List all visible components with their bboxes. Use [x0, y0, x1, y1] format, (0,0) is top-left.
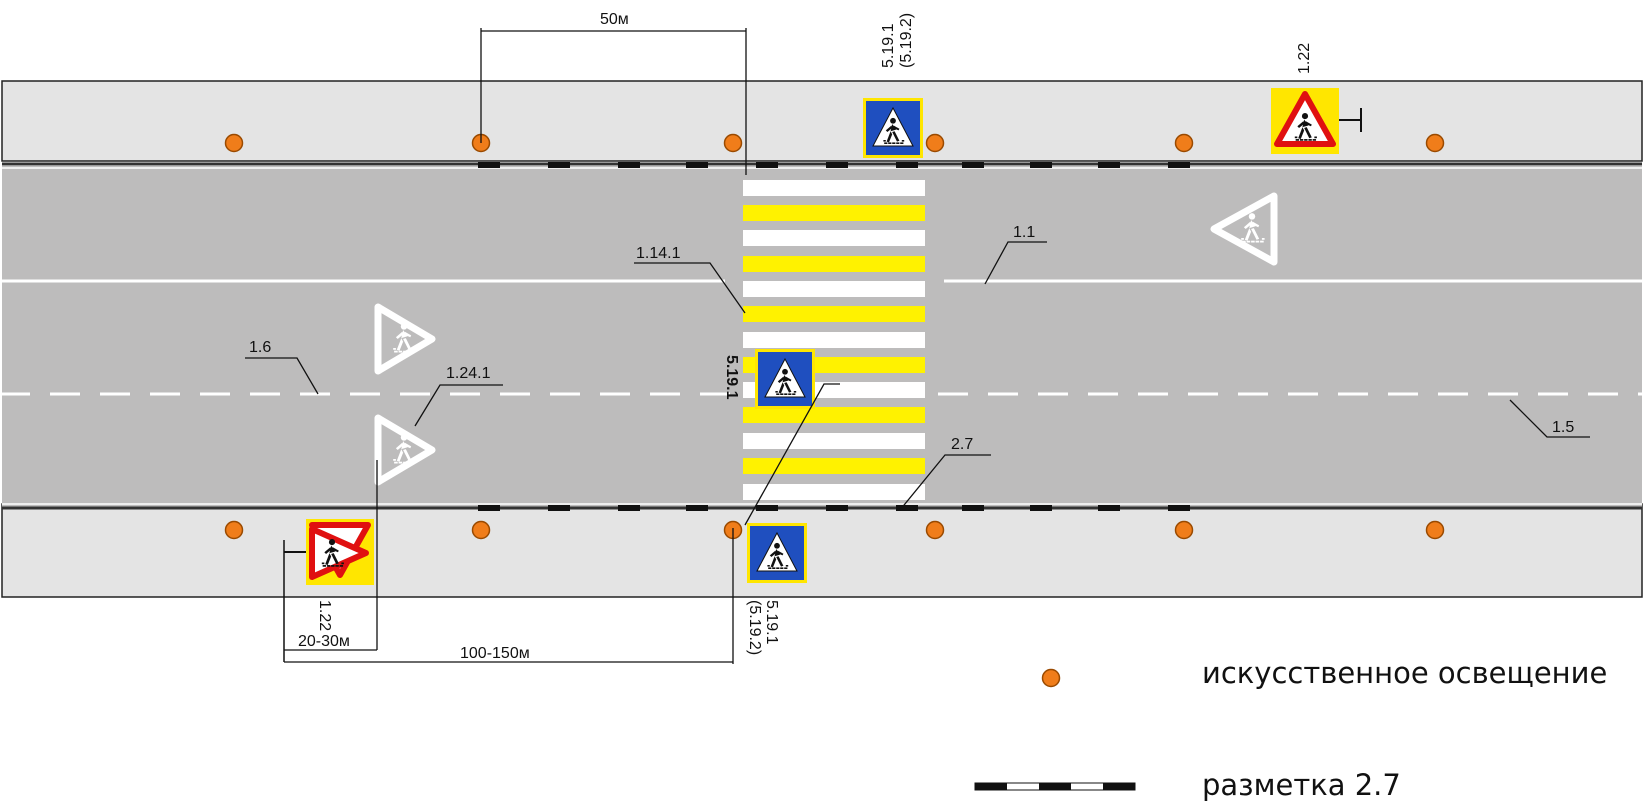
dimension-50m: [480, 28, 747, 175]
pedestrian-road-marking-icon: [1210, 192, 1278, 266]
top-sidewalk: [1, 80, 1643, 162]
label-1-5: 1.5: [1552, 419, 1574, 436]
pedestrian-crossing-sign-icon: [863, 98, 923, 158]
label-sign-top-right-1-22: 1.22: [1296, 43, 1313, 74]
pedestrian-warning-sign-icon: [1271, 88, 1339, 154]
curb-marking-2-7-top: [478, 162, 1190, 168]
pedestrian-road-marking-icon: [374, 414, 436, 486]
pedestrian-crossing-sign-icon: [755, 349, 815, 409]
street-lamp-icon: [224, 133, 1445, 540]
label-sign-bottom-5-19-2: (5.19.2): [746, 600, 763, 655]
label-2-7: 2.7: [951, 436, 973, 453]
pedestrian-road-marking-icon: [374, 303, 436, 375]
label-sign-center-5-19-1: 5.19.1: [723, 355, 740, 400]
label-1-24-1: 1.24.1: [446, 365, 491, 382]
pedestrian-crossing-sign-icon: [747, 523, 807, 583]
label-1-14-1: 1.14.1: [636, 245, 681, 262]
legend-lighting-label: искусственное освещение: [1202, 656, 1607, 690]
label-1-1: 1.1: [1013, 224, 1035, 241]
label-sign-bottom-left-1-22: 1.22: [316, 600, 333, 631]
label-sign-top-5-19-2: (5.19.2): [898, 13, 915, 68]
dimension-label-50m: 50м: [600, 11, 629, 28]
dimension-bottom: [284, 460, 734, 664]
curb-marking-2-7-bottom: [478, 505, 1190, 511]
label-sign-bottom-5-19-1: 5.19.1: [763, 600, 780, 645]
leader-lines: [245, 241, 1590, 526]
legend-marking-label: разметка 2.7: [1202, 768, 1401, 802]
dimension-label-20-30m: 20-30м: [298, 633, 350, 650]
label-sign-top-5-19-1: 5.19.1: [880, 23, 897, 68]
label-1-6: 1.6: [249, 339, 271, 356]
pedestrian-warning-sign-icon: [306, 519, 374, 585]
legend-marking-2-7-icon: [974, 782, 1136, 791]
bottom-sidewalk: [1, 503, 1643, 598]
legend-lamp-icon: [1041, 668, 1061, 688]
dimension-label-100-150m: 100-150м: [460, 645, 530, 662]
